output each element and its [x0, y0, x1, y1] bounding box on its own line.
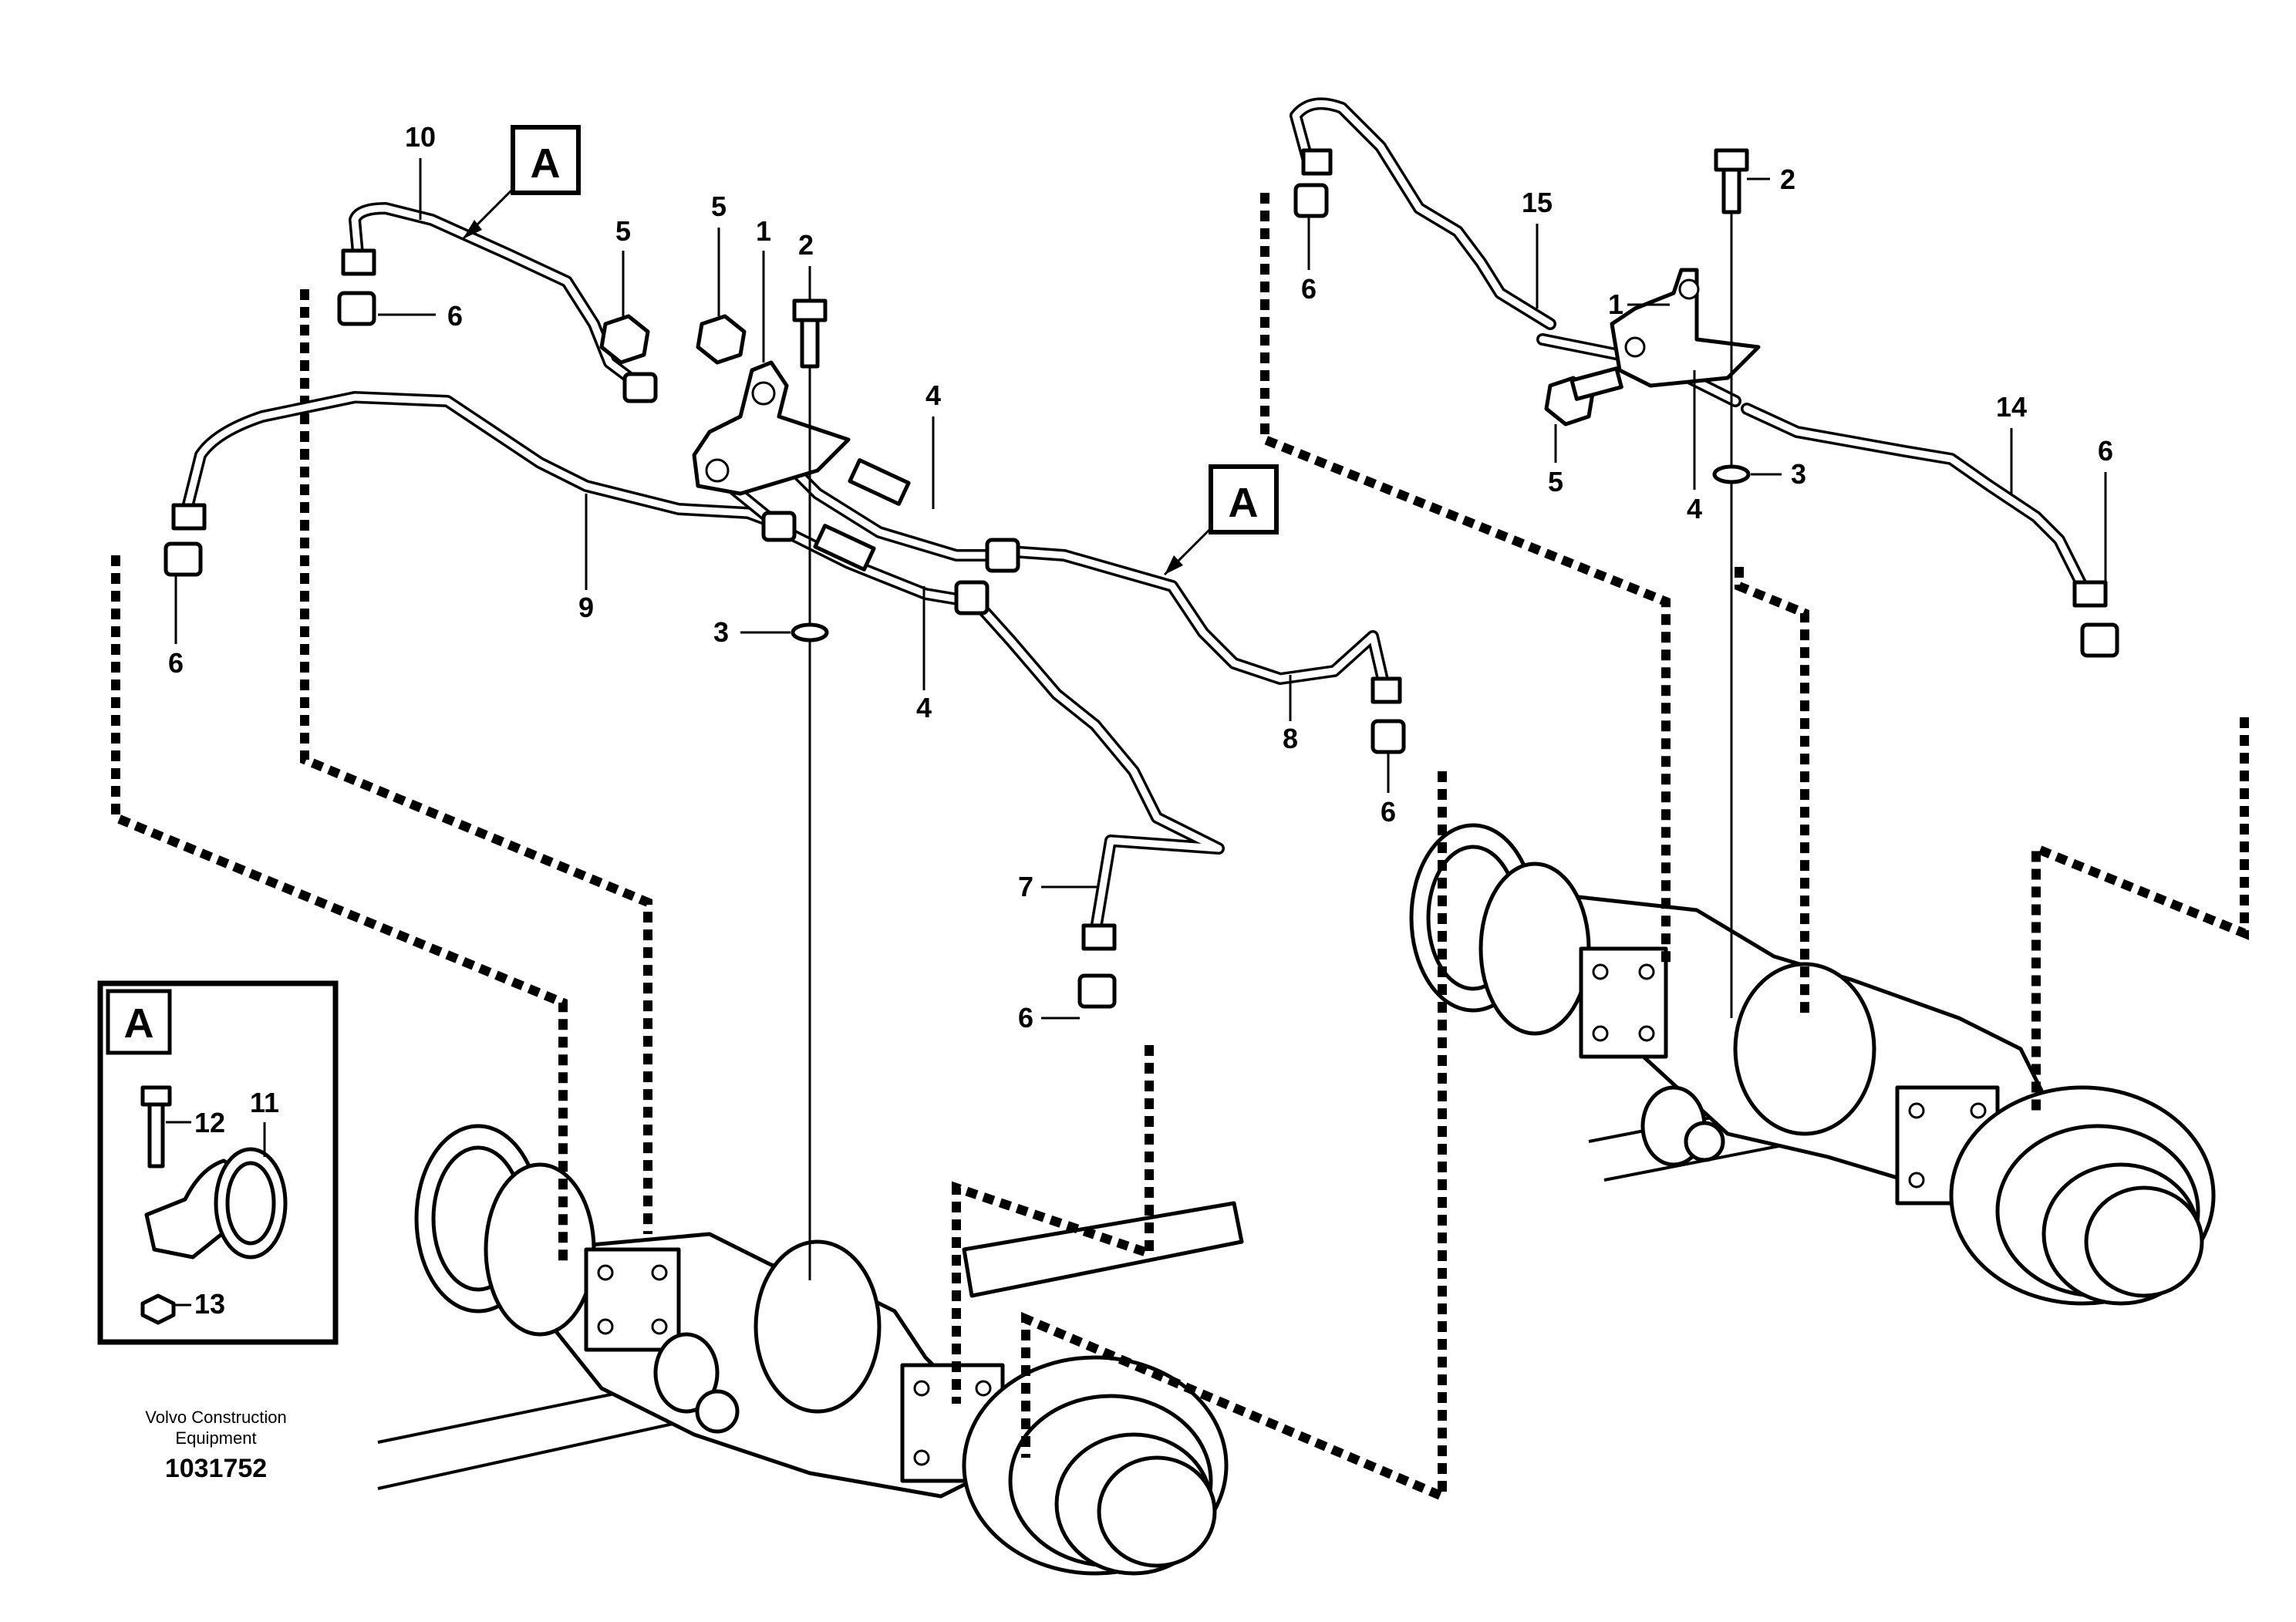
pipe-10 [349, 202, 646, 392]
rear-axle-assembly [1409, 823, 2216, 1306]
callout-a-top: A [461, 125, 581, 241]
front-axle-assembly [377, 1124, 1244, 1576]
publisher-block: Volvo Construction Equipment 1031752 [145, 1408, 286, 1483]
label-12: 12 [194, 1107, 225, 1138]
label-6-b: 6 [168, 647, 184, 679]
label-4-c: 4 [1687, 493, 1702, 524]
label-2-a: 2 [798, 229, 814, 261]
nut-5-front-a [599, 314, 650, 365]
bracket-1-rear [1610, 268, 1761, 388]
pipe-7 [969, 595, 1225, 939]
inset-a-letter: A [124, 1000, 154, 1047]
brake-pipes [179, 97, 2089, 939]
label-3-b: 3 [1791, 458, 1806, 490]
label-13: 13 [194, 1288, 225, 1320]
rear-bracket-group [1544, 148, 1761, 1018]
label-7: 7 [1018, 871, 1033, 902]
label-9: 9 [578, 592, 594, 623]
nut-13 [140, 1293, 176, 1325]
nut-5-front-b [696, 314, 747, 365]
label-1-b: 1 [1608, 288, 1623, 320]
callout-a-middle-letter: A [1229, 480, 1259, 526]
label-6-d: 6 [1018, 1002, 1033, 1034]
detail-inset-a: A [97, 980, 339, 1345]
washer-3-rear [1712, 464, 1751, 484]
label-6-c: 6 [1381, 796, 1396, 828]
label-10: 10 [405, 121, 436, 153]
label-6-f: 6 [2098, 435, 2113, 467]
washer-3-front [791, 622, 829, 642]
publisher-line-2: Equipment [175, 1428, 256, 1448]
label-4-b: 4 [916, 692, 932, 723]
label-15: 15 [1522, 187, 1553, 218]
label-8: 8 [1283, 723, 1298, 754]
label-5-b: 5 [711, 191, 727, 222]
label-11: 11 [250, 1087, 279, 1118]
callout-a-top-letter: A [531, 140, 561, 187]
label-5-c: 5 [1548, 466, 1563, 497]
connection-lines [111, 193, 2249, 1504]
label-14: 14 [1996, 391, 2027, 423]
label-6-e: 6 [1301, 273, 1317, 305]
part-labels: 10 6 5 5 1 2 4 9 6 3 4 8 6 [166, 121, 2113, 1320]
front-bracket-group [599, 298, 851, 1280]
label-3-a: 3 [713, 616, 729, 648]
label-4-a: 4 [925, 379, 941, 411]
fittings [164, 148, 2119, 1009]
bolt-2-rear [1714, 148, 1749, 172]
label-6-a: 6 [447, 300, 463, 332]
drawing-number: 1031752 [165, 1454, 267, 1483]
bolt-12 [140, 1085, 172, 1107]
label-1-a: 1 [756, 215, 771, 247]
label-2-b: 2 [1780, 164, 1795, 195]
label-5-a: 5 [615, 215, 631, 247]
publisher-line-1: Volvo Construction [145, 1408, 286, 1427]
bolt-2-front [792, 298, 828, 322]
callout-a-middle: A [1163, 464, 1279, 576]
